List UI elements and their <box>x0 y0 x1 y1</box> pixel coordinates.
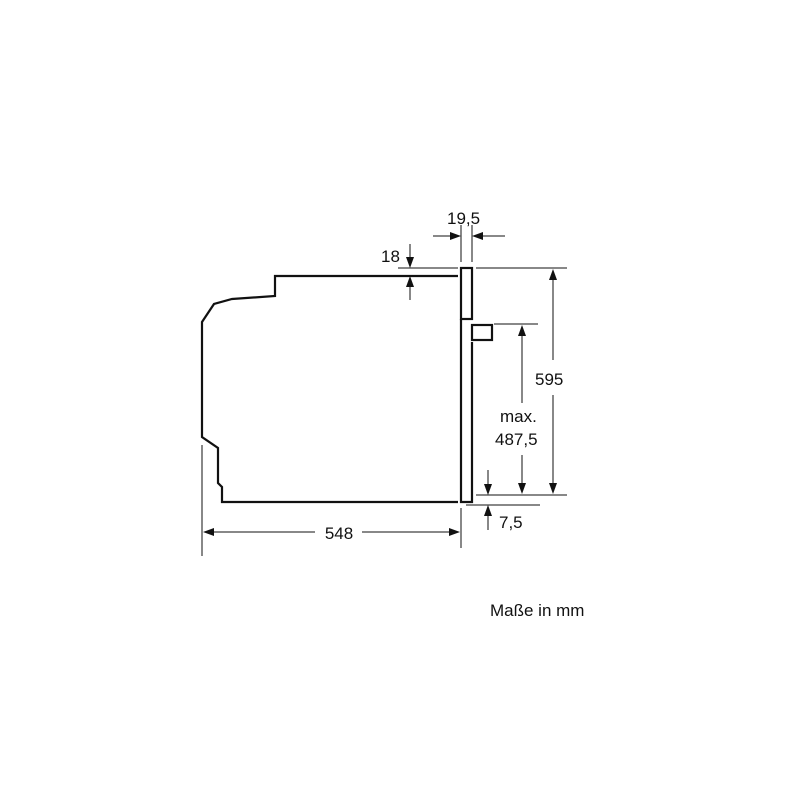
dim-18-label: 18 <box>381 247 400 266</box>
arrow-548-left <box>203 528 214 536</box>
dim-7-label: 7,5 <box>499 513 523 532</box>
dim-548-label: 548 <box>325 524 353 543</box>
oven-door-panel-lower <box>459 326 474 504</box>
dim-595-label: 595 <box>535 370 563 389</box>
arrow-548-right <box>449 528 460 536</box>
arrow-19-right <box>472 232 483 240</box>
arrow-595-top <box>549 269 557 280</box>
dim-max-label-line2: 487,5 <box>495 430 538 449</box>
arrow-18-bottom <box>406 276 414 287</box>
arrow-max-top <box>518 325 526 336</box>
dim-max-label-line1: max. <box>500 407 537 426</box>
oven-door-panel-upper <box>459 266 474 321</box>
arrow-7-top <box>484 484 492 495</box>
units-note: Maße in mm <box>490 601 584 620</box>
arrow-max-bottom <box>518 483 526 494</box>
arrow-19-left <box>450 232 461 240</box>
oven-body-outline <box>200 274 458 504</box>
arrow-18-top <box>406 257 414 268</box>
arrow-7-bottom <box>484 505 492 516</box>
door-handle <box>470 323 494 342</box>
dim-19-label: 19,5 <box>447 209 480 228</box>
arrow-595-bottom <box>549 483 557 494</box>
